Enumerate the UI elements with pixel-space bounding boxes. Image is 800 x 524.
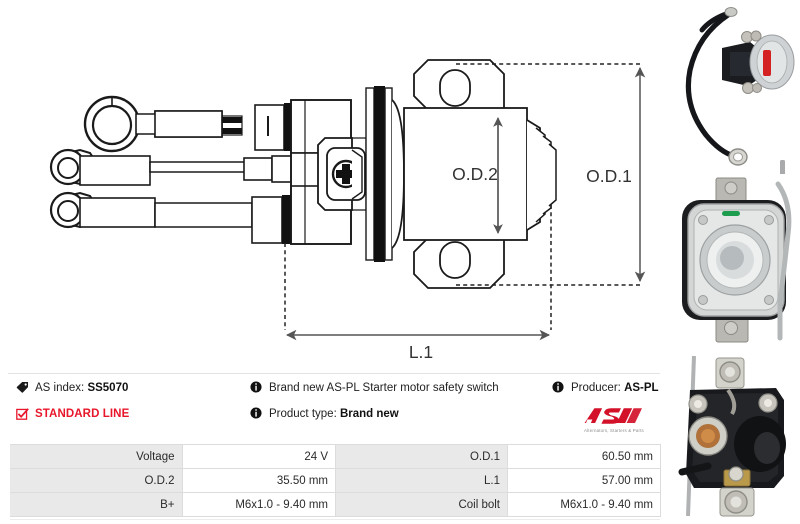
as-index-row: AS index: SS5070 <box>16 381 246 407</box>
info-column-description: Brand new AS-PL Starter motor safety swi… <box>250 381 550 433</box>
product-info-band: AS index: SS5070 STANDARD LINE Brand new… <box>0 381 668 441</box>
dimension-label-od1: O.D.1 <box>586 166 632 186</box>
spec-value: M6x1.0 - 9.40 mm <box>181 492 335 517</box>
as-logo-mark <box>584 408 642 424</box>
table-row: O.D.1 60.50 mm <box>335 444 661 469</box>
info-icon <box>250 381 263 395</box>
spec-value: 60.50 mm <box>507 444 661 469</box>
table-row: L.1 57.00 mm <box>335 468 661 493</box>
product-type-row: Product type: Brand new <box>250 407 550 433</box>
table-row: Coil bolt M6x1.0 - 9.40 mm <box>335 492 661 517</box>
dimension-label-l1: L.1 <box>409 342 433 362</box>
dimension-label-od2: O.D.2 <box>452 164 498 184</box>
product-photo-gallery <box>668 0 800 524</box>
checkbox-checked-icon <box>16 407 29 421</box>
spec-table-right: O.D.1 60.50 mm L.1 57.00 mm Coil bolt M6… <box>335 444 661 517</box>
standard-line-row: STANDARD LINE <box>16 407 246 433</box>
spec-key: B+ <box>10 492 183 517</box>
spec-value: M6x1.0 - 9.40 mm <box>507 492 661 517</box>
spec-key: O.D.1 <box>335 444 508 469</box>
section-divider <box>8 373 660 374</box>
spec-value: 57.00 mm <box>507 468 661 493</box>
info-column-producer: Producer: AS-PL <box>552 381 668 407</box>
spec-key: L.1 <box>335 468 508 493</box>
spec-value: 35.50 mm <box>181 468 335 493</box>
solenoid-with-cable-photo[interactable] <box>668 0 800 174</box>
specifications-tables: Voltage 24 V O.D.2 35.50 mm B+ M6x1.0 - … <box>10 444 661 517</box>
spec-key: Coil bolt <box>335 492 508 517</box>
product-type-text: Product type: Brand new <box>269 408 399 420</box>
ring-terminal-large <box>83 95 141 153</box>
producer-text: Producer: AS-PL <box>571 382 659 394</box>
table-bottom-rule <box>10 519 660 520</box>
spec-key: Voltage <box>10 444 183 469</box>
table-row: O.D.2 35.50 mm <box>10 468 335 493</box>
as-index-text: AS index: SS5070 <box>35 382 129 394</box>
spec-value: 24 V <box>181 444 335 469</box>
producer-row: Producer: AS-PL <box>552 381 668 407</box>
as-pl-logo[interactable]: Alternators, Starters & Parts <box>566 406 662 436</box>
info-column-index: AS index: SS5070 STANDARD LINE <box>16 381 246 433</box>
info-icon <box>250 407 263 421</box>
table-row: Voltage 24 V <box>10 444 335 469</box>
standard-line-label: STANDARD LINE <box>35 408 130 420</box>
brand-tagline: Alternators, Starters & Parts <box>584 427 644 433</box>
info-icon <box>552 381 565 395</box>
solenoid-terminals-photo[interactable] <box>668 348 800 522</box>
spec-key: O.D.2 <box>10 468 183 493</box>
solenoid-front-view-photo[interactable] <box>668 174 800 348</box>
mounting-flange <box>413 59 505 289</box>
table-row: B+ M6x1.0 - 9.40 mm <box>10 492 335 517</box>
product-description-row: Brand new AS-PL Starter motor safety swi… <box>250 381 550 407</box>
technical-drawing: O.D.2 O.D.1 L.1 <box>49 59 646 362</box>
tag-icon <box>16 381 29 395</box>
product-description-text: Brand new AS-PL Starter motor safety swi… <box>269 382 499 394</box>
spec-table-left: Voltage 24 V O.D.2 35.50 mm B+ M6x1.0 - … <box>10 444 335 517</box>
